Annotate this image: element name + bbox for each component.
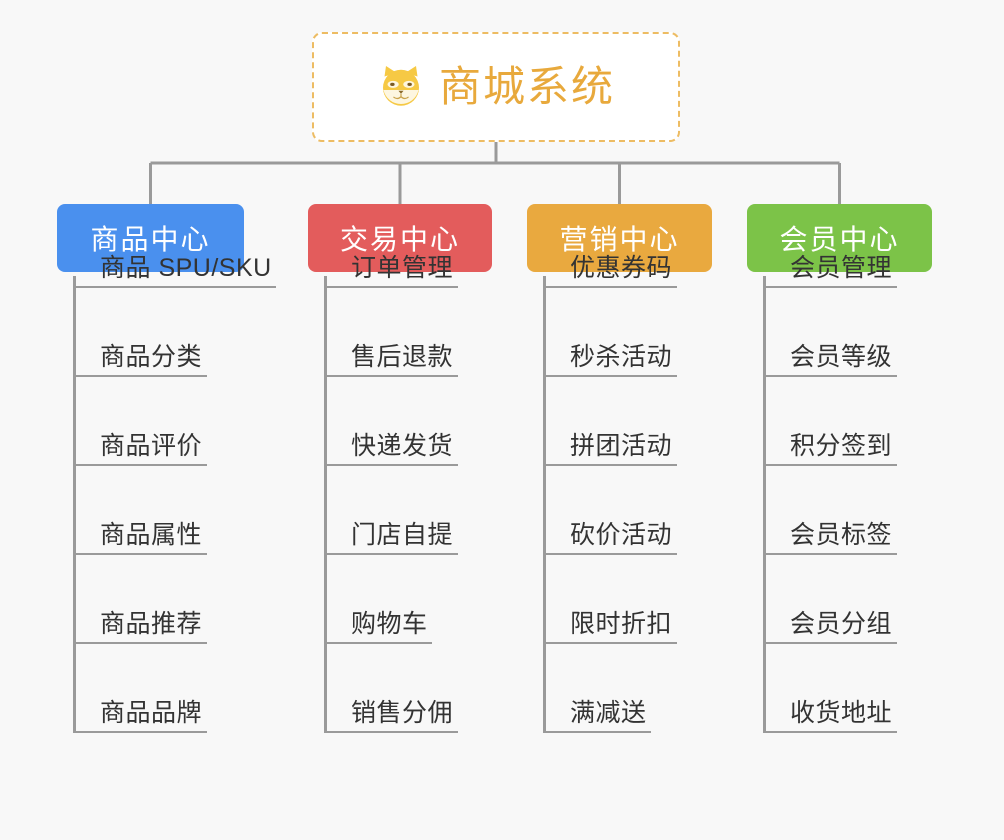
- leaf-node[interactable]: 商品分类: [73, 289, 202, 375]
- leaf-label: 拼团活动: [570, 431, 673, 460]
- leaf-label: 商品品牌: [100, 698, 203, 727]
- branch-header-label: 商品中心: [90, 224, 211, 255]
- leaf-underline: [543, 375, 677, 377]
- branch-spine: [73, 276, 76, 733]
- leaf-node[interactable]: 会员标签: [763, 467, 892, 553]
- leaf-label: 会员标签: [790, 520, 893, 549]
- leaf-node[interactable]: 会员管理: [763, 200, 892, 286]
- branch-header-2[interactable]: 交易中心: [308, 204, 492, 272]
- branch-spine: [324, 276, 327, 733]
- leaf-label: 销售分佣: [351, 698, 454, 727]
- leaf-label: 售后退款: [351, 342, 454, 371]
- leaf-node[interactable]: 秒杀活动: [543, 289, 672, 375]
- leaf-node[interactable]: 收货地址: [763, 645, 892, 731]
- branch-header-1[interactable]: 商品中心: [57, 204, 244, 272]
- branch-header-label: 交易中心: [339, 224, 460, 255]
- leaf-node[interactable]: 商品品牌: [73, 645, 202, 731]
- branch-header-label: 营销中心: [559, 224, 680, 255]
- leaf-node[interactable]: 优惠券码: [543, 200, 672, 286]
- leaf-underline: [73, 375, 207, 377]
- branch-header-3[interactable]: 营销中心: [527, 204, 712, 272]
- leaf-underline: [73, 464, 207, 466]
- leaf-node[interactable]: 会员分组: [763, 556, 892, 642]
- leaf-label: 商品属性: [100, 520, 203, 549]
- leaf-node[interactable]: 销售分佣: [324, 645, 453, 731]
- leaf-label: 会员等级: [790, 342, 893, 371]
- leaf-label: 满减送: [570, 698, 647, 727]
- leaf-label: 快递发货: [351, 431, 454, 460]
- leaf-underline: [763, 731, 897, 733]
- leaf-underline: [324, 553, 458, 555]
- leaf-underline: [324, 375, 458, 377]
- leaf-underline: [543, 553, 677, 555]
- leaf-node[interactable]: 购物车: [324, 556, 428, 642]
- leaf-label: 商品分类: [100, 342, 203, 371]
- leaf-node[interactable]: 会员等级: [763, 289, 892, 375]
- leaf-label: 秒杀活动: [570, 342, 673, 371]
- leaf-underline: [543, 464, 677, 466]
- leaf-label: 会员管理: [790, 253, 893, 282]
- leaf-label: 购物车: [351, 609, 428, 638]
- leaf-underline: [324, 731, 458, 733]
- leaf-node[interactable]: 商品属性: [73, 467, 202, 553]
- leaf-underline: [543, 731, 651, 733]
- leaf-label: 订单管理: [351, 253, 454, 282]
- leaf-underline: [543, 286, 677, 288]
- leaf-underline: [73, 286, 276, 288]
- leaf-node[interactable]: 售后退款: [324, 289, 453, 375]
- leaf-node[interactable]: 拼团活动: [543, 378, 672, 464]
- branch-spine: [543, 276, 546, 733]
- leaf-underline: [763, 553, 897, 555]
- leaf-label: 积分签到: [790, 431, 893, 460]
- leaf-label: 商品评价: [100, 431, 203, 460]
- branch-header-label: 会员中心: [779, 224, 900, 255]
- leaf-underline: [543, 642, 677, 644]
- leaf-underline: [73, 731, 207, 733]
- leaf-label: 砍价活动: [570, 520, 673, 549]
- root-node[interactable]: 商城系统: [312, 32, 680, 142]
- leaf-label: 会员分组: [790, 609, 893, 638]
- leaf-node[interactable]: 门店自提: [324, 467, 453, 553]
- leaf-underline: [763, 464, 897, 466]
- leaf-node[interactable]: 订单管理: [324, 200, 453, 286]
- shiba-dog-face-icon: [382, 66, 419, 106]
- leaf-label: 商品 SPU/SKU: [100, 253, 272, 282]
- leaf-node[interactable]: 商品 SPU/SKU: [73, 200, 272, 286]
- leaf-node[interactable]: 限时折扣: [543, 556, 672, 642]
- leaf-node[interactable]: 砍价活动: [543, 467, 672, 553]
- leaf-label: 商品推荐: [100, 609, 203, 638]
- branch-header-4[interactable]: 会员中心: [747, 204, 932, 272]
- leaf-node[interactable]: 积分签到: [763, 378, 892, 464]
- leaf-label: 门店自提: [351, 520, 454, 549]
- leaf-underline: [324, 464, 458, 466]
- leaf-node[interactable]: 满减送: [543, 645, 647, 731]
- leaf-underline: [73, 642, 207, 644]
- leaf-node[interactable]: 商品评价: [73, 378, 202, 464]
- leaf-underline: [763, 286, 897, 288]
- leaf-underline: [763, 375, 897, 377]
- leaf-underline: [324, 642, 432, 644]
- leaf-label: 收货地址: [790, 698, 893, 727]
- branch-spine: [763, 276, 766, 733]
- leaf-label: 优惠券码: [570, 253, 673, 282]
- leaf-underline: [324, 286, 458, 288]
- root-title: 商城系统: [438, 63, 615, 110]
- leaf-label: 限时折扣: [570, 609, 673, 638]
- leaf-node[interactable]: 快递发货: [324, 378, 453, 464]
- leaf-underline: [73, 553, 207, 555]
- leaf-underline: [763, 642, 897, 644]
- leaf-node[interactable]: 商品推荐: [73, 556, 202, 642]
